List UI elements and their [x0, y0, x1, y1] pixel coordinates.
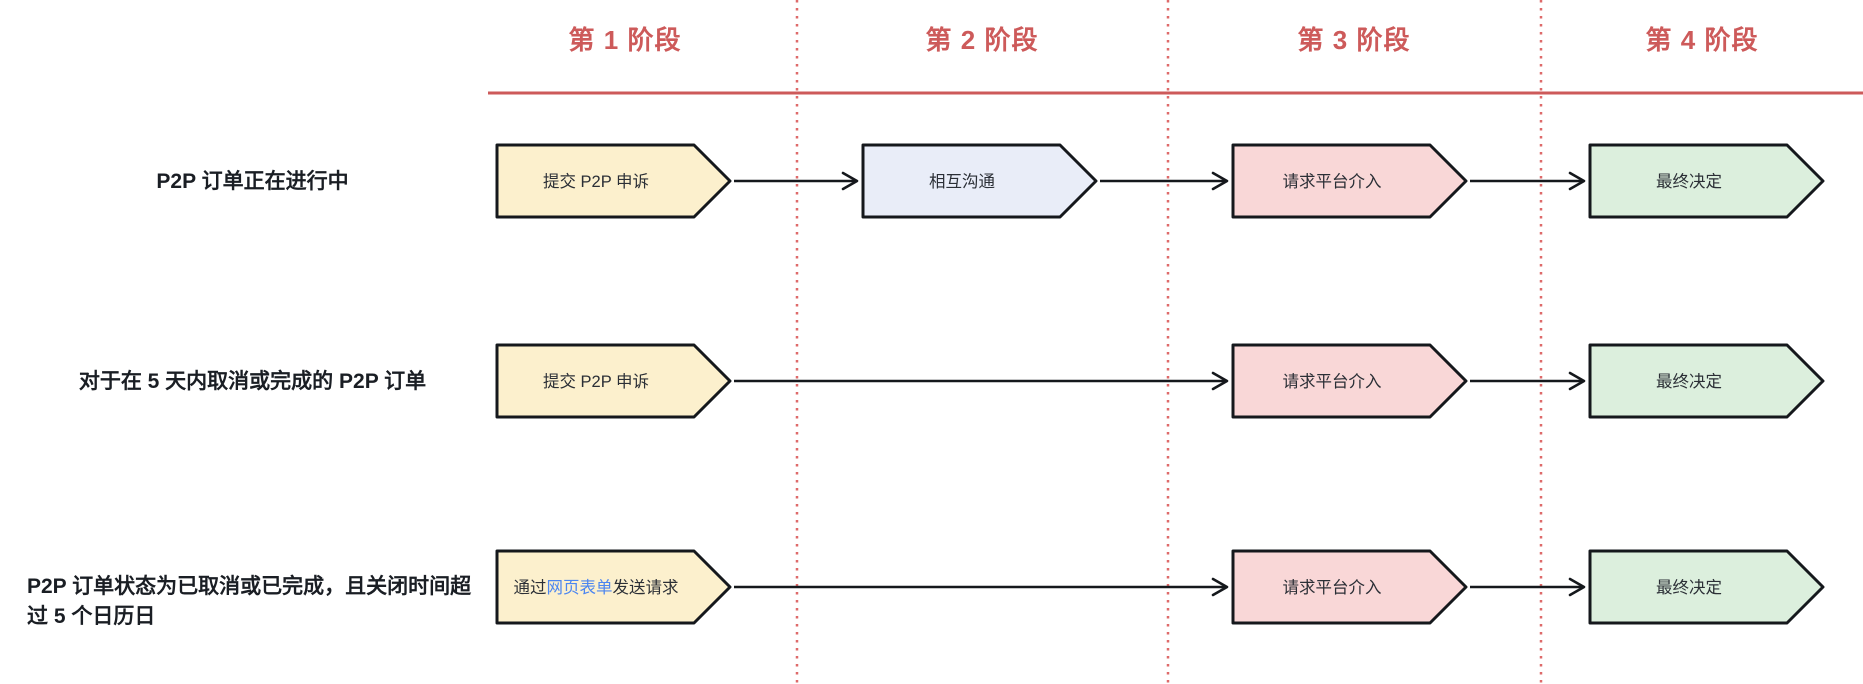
row-label-3: P2P 订单状态为已取消或已完成，且关闭时间超过 5 个日历日 [27, 575, 472, 628]
node-r1-request-platform: 请求平台介入 [1231, 143, 1468, 219]
node-label: 最终决定 [1656, 172, 1722, 191]
node-label: 提交 P2P 申诉 [543, 172, 649, 191]
node-shape [861, 143, 1098, 219]
stage-header-1: 第 1 阶段 [568, 25, 682, 55]
node-shape [1231, 549, 1468, 625]
stage-header-2: 第 2 阶段 [925, 25, 1039, 55]
node-label: 通过网页表单发送请求 [514, 578, 679, 597]
node-shape [495, 343, 732, 419]
node-shape [1231, 143, 1468, 219]
node-label-prefix: 通过 [514, 578, 547, 597]
node-r3-request-platform: 请求平台介入 [1231, 549, 1468, 625]
node-label: 请求平台介入 [1283, 578, 1382, 597]
node-r1-communicate: 相互沟通 [861, 143, 1098, 219]
stage-header-4: 第 4 阶段 [1645, 25, 1759, 55]
node-label: 相互沟通 [929, 172, 995, 191]
node-shape [1588, 549, 1825, 625]
node-label: 最终决定 [1656, 578, 1722, 597]
node-label: 最终决定 [1656, 372, 1722, 391]
node-shape [1588, 143, 1825, 219]
node-shape [495, 549, 732, 625]
node-r2-request-platform: 请求平台介入 [1231, 343, 1468, 419]
node-label: 请求平台介入 [1283, 372, 1382, 391]
node-label: 请求平台介入 [1283, 172, 1382, 191]
node-r3-web-form-request: 通过网页表单发送请求 [495, 549, 732, 625]
stage-header-3: 第 3 阶段 [1297, 25, 1411, 55]
node-r1-final-decision: 最终决定 [1588, 143, 1825, 219]
row-label-2: 对于在 5 天内取消或完成的 P2P 订单 [78, 370, 427, 393]
node-r2-submit-appeal: 提交 P2P 申诉 [495, 343, 732, 419]
web-form-link[interactable]: 网页表单 [547, 578, 613, 597]
node-shape [495, 143, 732, 219]
node-r1-submit-appeal: 提交 P2P 申诉 [495, 143, 732, 219]
row-label-1: P2P 订单正在进行中 [156, 170, 349, 193]
node-label: 提交 P2P 申诉 [543, 372, 649, 391]
node-r3-final-decision: 最终决定 [1588, 549, 1825, 625]
node-label-suffix: 发送请求 [613, 578, 679, 597]
node-shape [1588, 343, 1825, 419]
node-shape [1231, 343, 1468, 419]
node-r2-final-decision: 最终决定 [1588, 343, 1825, 419]
